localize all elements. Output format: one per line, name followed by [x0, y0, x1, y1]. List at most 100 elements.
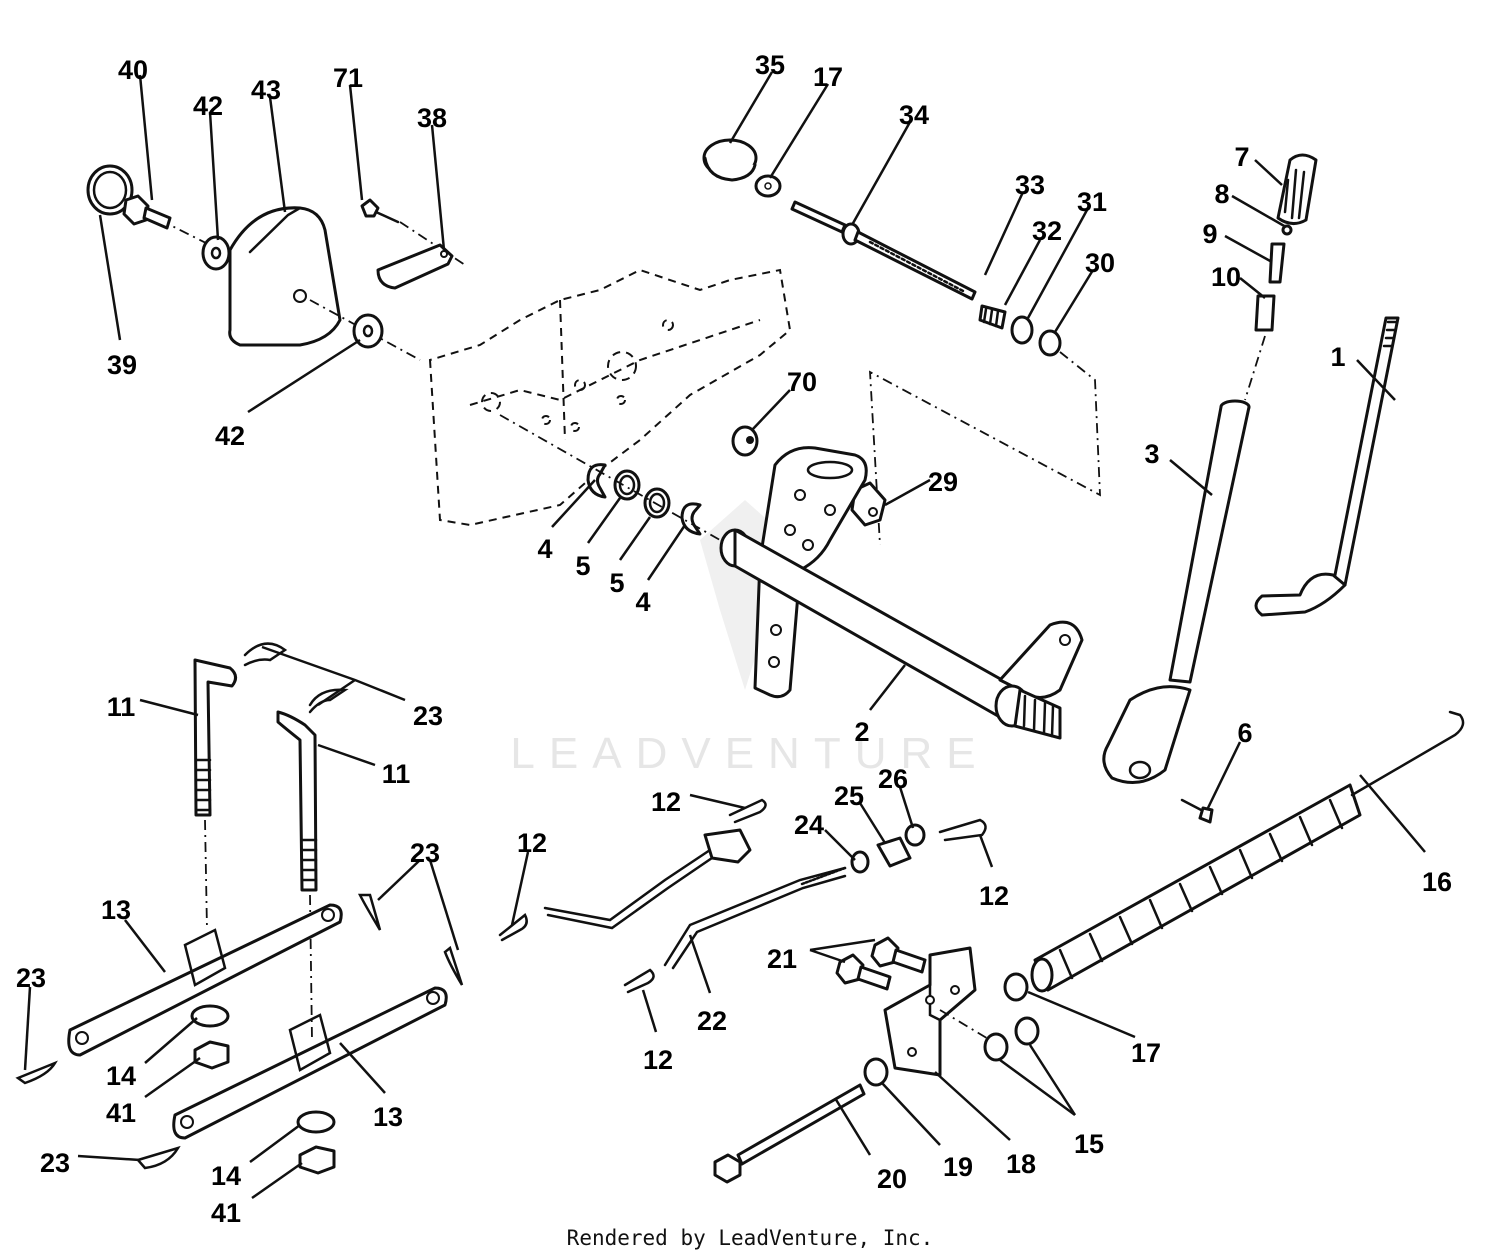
callout-23: 23	[410, 838, 440, 868]
e-ring-4-left	[586, 463, 607, 499]
callout-34: 34	[899, 100, 929, 130]
washer-19	[863, 1057, 889, 1087]
pin-11-right	[276, 710, 318, 1041]
e-ring-4-right	[680, 502, 702, 536]
washer-31	[1010, 315, 1034, 345]
ball-8	[1281, 224, 1293, 236]
callout-20: 20	[877, 1164, 907, 1194]
callout-11: 11	[382, 759, 411, 789]
hairpin-12-b	[498, 913, 528, 942]
spring-10	[1244, 294, 1276, 401]
watermark-text: LEADVENTURE	[510, 729, 989, 778]
nut-41-lower	[298, 1145, 336, 1175]
callout-18: 18	[1006, 1149, 1036, 1179]
knob-35	[702, 138, 758, 182]
callout-23: 23	[16, 963, 46, 993]
hairpin-12-a	[728, 798, 767, 824]
callout-42: 42	[215, 421, 245, 451]
callout-17: 17	[1131, 1038, 1161, 1068]
callout-71: 71	[333, 63, 363, 93]
bolt-6	[1180, 798, 1214, 824]
callout-12: 12	[643, 1045, 673, 1075]
link-13-upper	[67, 903, 343, 1057]
callout-41: 41	[211, 1198, 241, 1228]
callout-3: 3	[1144, 439, 1159, 469]
callout-31: 31	[1077, 187, 1107, 217]
callout-7: 7	[1234, 142, 1249, 172]
callout-29: 29	[928, 467, 958, 497]
callout-41: 41	[106, 1098, 136, 1128]
callout-25: 25	[834, 781, 864, 811]
rendered-by-footer: Rendered by LeadVenture, Inc.	[566, 1226, 934, 1250]
callout-2: 2	[854, 717, 869, 747]
nut-41-upper	[193, 1040, 230, 1070]
washer-24	[850, 850, 870, 874]
link-13-lower	[172, 986, 448, 1140]
callout-32: 32	[1032, 216, 1062, 246]
nut-26	[904, 823, 926, 847]
washer-5-right	[643, 487, 671, 519]
height-adjust-knob-plate	[159, 206, 421, 361]
centerline-shaft	[499, 414, 721, 541]
hairpin-23-d	[443, 945, 464, 986]
callout-5: 5	[609, 568, 624, 598]
hairpin-23-f	[135, 1145, 181, 1170]
callout-12: 12	[651, 787, 681, 817]
washer-70	[731, 425, 759, 457]
callout-13: 13	[373, 1102, 403, 1132]
callout-4: 4	[635, 587, 650, 617]
block-29	[850, 481, 887, 527]
block-25	[876, 836, 912, 868]
lift-lever-3	[1102, 399, 1251, 784]
callout-9: 9	[1202, 219, 1217, 249]
washer-14-upper	[190, 1004, 230, 1028]
hairpin-23-e	[15, 1060, 58, 1085]
hairpin-12-d	[623, 968, 655, 994]
callout-40: 40	[118, 55, 148, 85]
screw-71	[360, 198, 466, 266]
callout-12: 12	[979, 881, 1009, 911]
washer-5-left	[613, 469, 641, 501]
callout-39: 39	[107, 350, 137, 380]
callout-1: 1	[1330, 342, 1345, 372]
pin-11-left	[193, 658, 237, 931]
frame-outline	[428, 268, 792, 527]
callout-17: 17	[813, 62, 843, 92]
hairpin-12-c	[938, 818, 987, 842]
leader-lines	[23, 71, 1426, 1200]
lift-shaft-2	[719, 446, 1084, 740]
bolt-20	[713, 1083, 866, 1184]
grip-7	[1276, 153, 1318, 225]
hairpin-23-b	[308, 688, 349, 714]
callout-38: 38	[417, 103, 447, 133]
spring-32	[978, 304, 1007, 330]
callout-16: 16	[1422, 867, 1452, 897]
nut-17-bottom	[1003, 972, 1029, 1002]
bolts-21	[835, 936, 927, 991]
spring-16	[1030, 710, 1465, 993]
rod-1	[1254, 316, 1400, 617]
washer-42-bottom	[352, 313, 384, 349]
washer-14-lower	[296, 1110, 336, 1134]
callout-43: 43	[251, 75, 281, 105]
callout-23: 23	[40, 1148, 70, 1178]
button-9	[1268, 242, 1286, 284]
callout-12: 12	[517, 828, 547, 858]
callout-4: 4	[537, 534, 552, 564]
callout-33: 33	[1015, 170, 1045, 200]
callout-13: 13	[101, 895, 131, 925]
link-rod-upper	[543, 828, 752, 930]
callout-15: 15	[1074, 1129, 1104, 1159]
callout-70: 70	[787, 367, 817, 397]
hairpin-23-c	[357, 893, 382, 931]
callout-42: 42	[193, 91, 223, 121]
callout-5: 5	[575, 551, 590, 581]
callout-23: 23	[413, 701, 443, 731]
callout-35: 35	[755, 50, 785, 80]
washer-42-top	[201, 235, 231, 271]
hairpin-23-a	[243, 642, 288, 667]
pointer-38	[376, 243, 454, 290]
nut-30	[869, 329, 1101, 546]
callout-8: 8	[1214, 179, 1229, 209]
callout-14: 14	[106, 1061, 136, 1091]
